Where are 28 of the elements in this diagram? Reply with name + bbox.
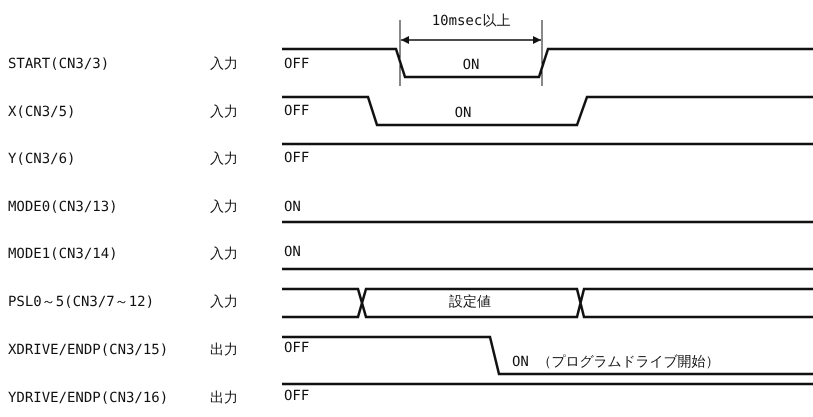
value-label: 設定値 <box>449 295 491 309</box>
level-label: OFF <box>284 104 310 118</box>
direction-label: 入力 <box>210 247 238 261</box>
direction-label: 出力 <box>210 391 238 405</box>
level-label: OFF <box>284 389 310 403</box>
signal-name: MODE0(CN3/13) <box>8 200 118 214</box>
signal-name: PSL0～5(CN3/7～12) <box>8 295 154 309</box>
direction-label: 入力 <box>210 152 238 166</box>
signal-name: START(CN3/3) <box>8 57 110 71</box>
signal-name: MODE1(CN3/14) <box>8 247 118 261</box>
signal-name: XDRIVE/ENDP(CN3/15) <box>8 343 168 357</box>
level-label: ON （プログラムドライブ開始） <box>512 355 720 369</box>
signal-name: Y(CN3/6) <box>8 152 76 166</box>
level-label: OFF <box>284 57 310 71</box>
signal-name: YDRIVE/ENDP(CN3/16) <box>8 391 168 405</box>
direction-label: 入力 <box>210 200 238 214</box>
direction-label: 入力 <box>210 105 238 119</box>
level-label: ON <box>284 245 301 259</box>
level-label: ON <box>454 106 472 120</box>
signal-name: X(CN3/5) <box>8 105 76 119</box>
direction-label: 入力 <box>210 57 238 71</box>
direction-label: 出力 <box>210 343 238 357</box>
level-label: ON <box>462 58 480 72</box>
level-label: OFF <box>284 151 310 165</box>
level-label: ON <box>284 200 301 214</box>
level-label: OFF <box>284 341 310 355</box>
dimension-label: 10msec以上 <box>432 14 510 28</box>
direction-label: 入力 <box>210 295 238 309</box>
